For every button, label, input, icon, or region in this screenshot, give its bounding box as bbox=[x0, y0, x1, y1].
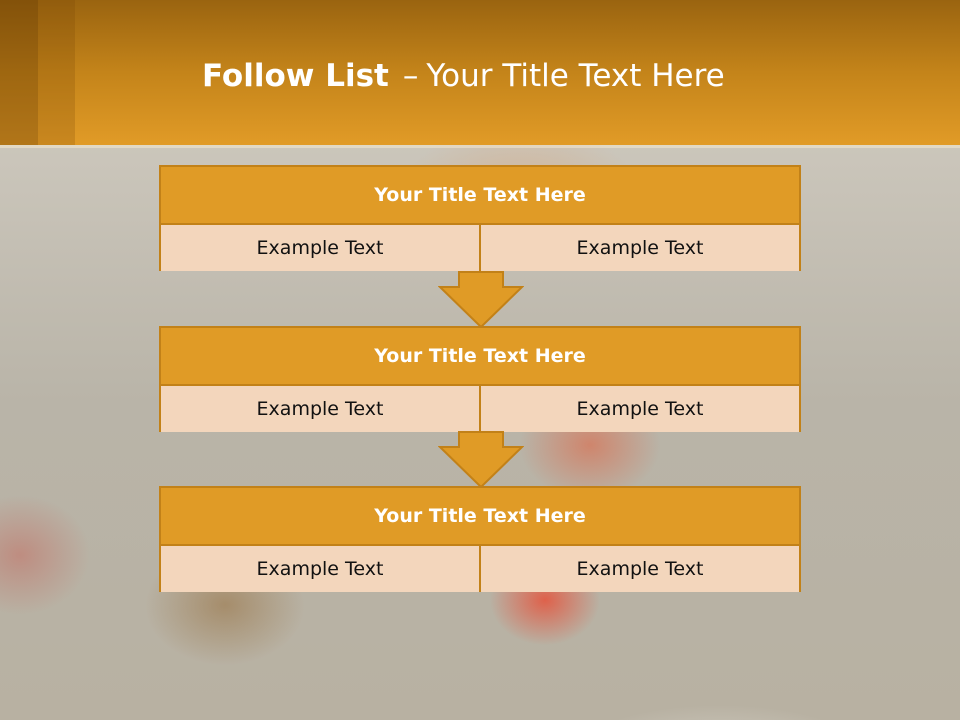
block-row: Example Text Example Text bbox=[161, 386, 799, 432]
block-row: Example Text Example Text bbox=[161, 546, 799, 592]
down-arrow-icon bbox=[438, 271, 524, 329]
block-row: Example Text Example Text bbox=[161, 225, 799, 271]
list-block-1: Your Title Text Here Example Text Exampl… bbox=[159, 165, 801, 271]
slide-title-rest: Your Title Text Here bbox=[426, 58, 725, 94]
down-arrow-icon bbox=[438, 431, 524, 489]
block-cell-right: Example Text bbox=[479, 225, 799, 271]
block-cell-right: Example Text bbox=[479, 386, 799, 432]
slide-title: Follow List–Your Title Text Here bbox=[202, 52, 725, 100]
list-block-3: Your Title Text Here Example Text Exampl… bbox=[159, 486, 801, 592]
header-divider bbox=[0, 145, 960, 148]
block-cell-left: Example Text bbox=[161, 386, 479, 432]
block-title: Your Title Text Here bbox=[161, 167, 799, 225]
header-band: Follow List–Your Title Text Here bbox=[0, 0, 960, 145]
slide-title-bold: Follow List bbox=[202, 58, 389, 94]
header-stripe-dark bbox=[0, 0, 38, 145]
block-cell-right: Example Text bbox=[479, 546, 799, 592]
slide-title-separator: – bbox=[402, 58, 419, 94]
block-cell-left: Example Text bbox=[161, 546, 479, 592]
block-title: Your Title Text Here bbox=[161, 328, 799, 386]
block-cell-left: Example Text bbox=[161, 225, 479, 271]
block-title: Your Title Text Here bbox=[161, 488, 799, 546]
list-block-2: Your Title Text Here Example Text Exampl… bbox=[159, 326, 801, 432]
header-stripe-light bbox=[38, 0, 75, 145]
